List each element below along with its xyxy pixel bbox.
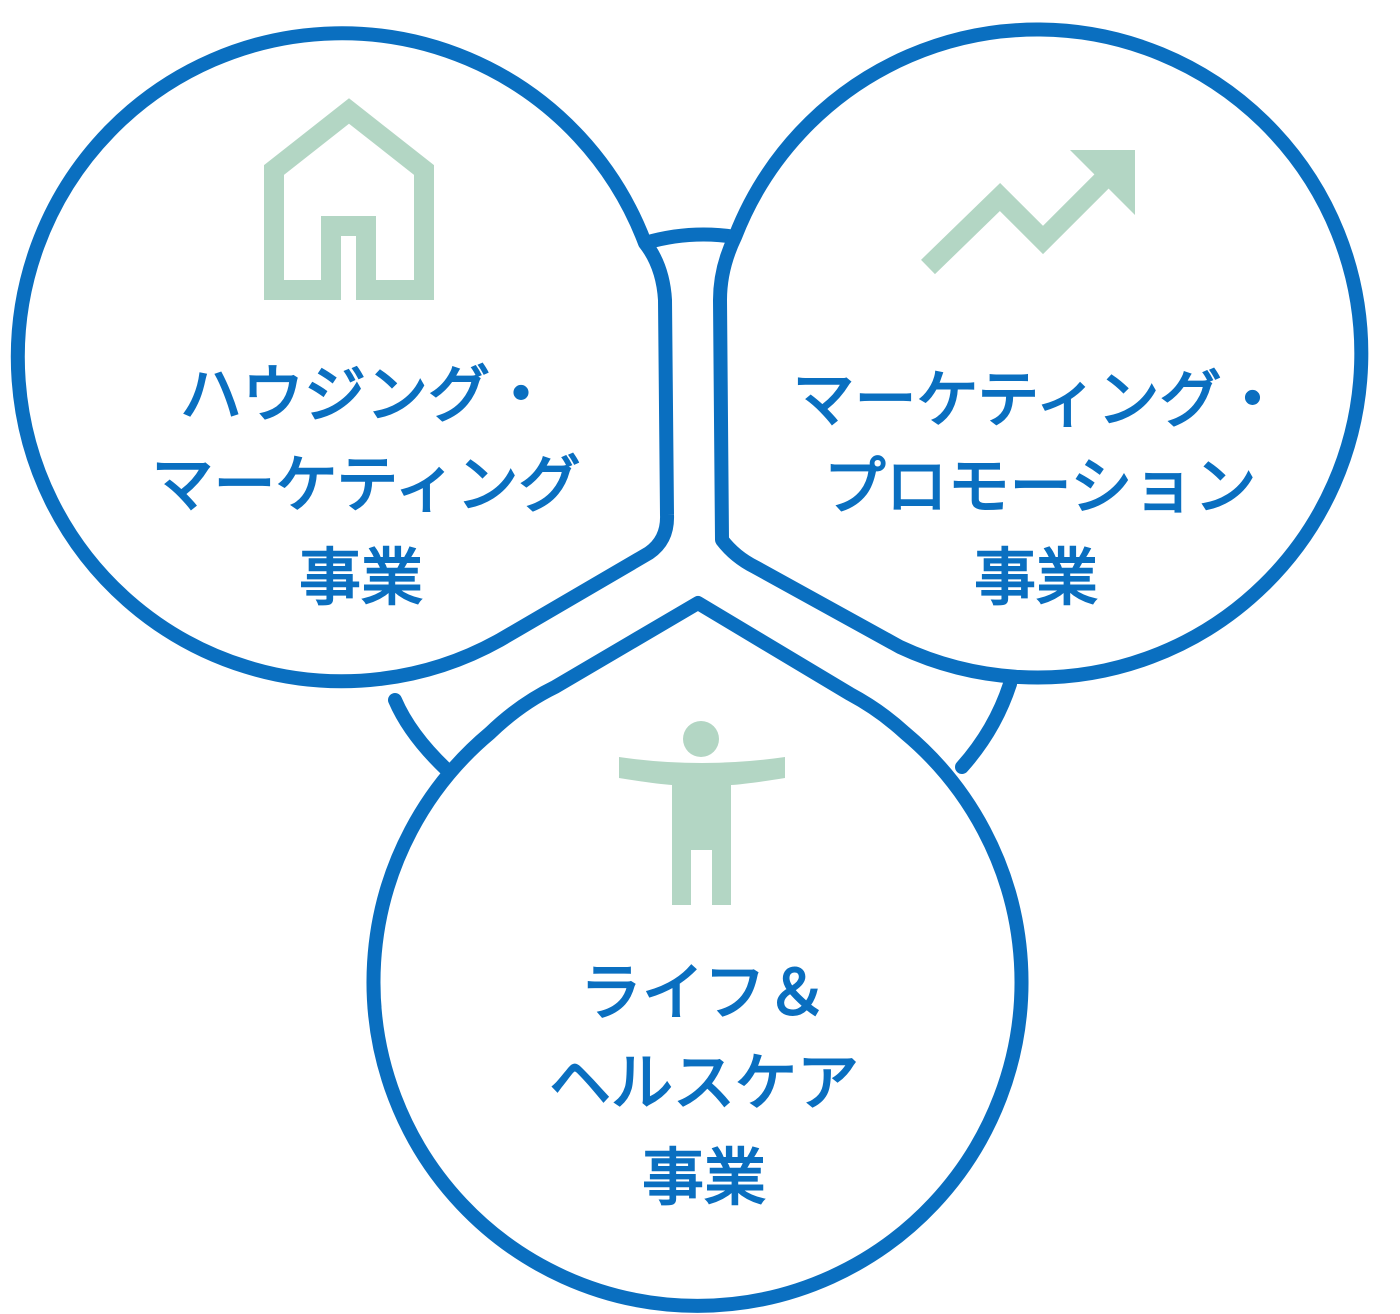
life-label-line-3: 事業 — [642, 1141, 766, 1214]
housing-label: ハウジング・ マーケティング 事業 — [151, 358, 580, 614]
connector-left-bottom — [388, 693, 454, 777]
connector-arcs — [388, 227, 1017, 777]
life-label: ライフ＆ ヘルスケア 事業 — [549, 956, 859, 1214]
marketing-label-line-3: 事業 — [974, 541, 1098, 614]
housing-label-line-2: マーケティング — [151, 448, 580, 521]
trend-arrow-icon — [921, 150, 1135, 275]
marketing-label-line-1: マーケティング・ — [792, 363, 1283, 436]
life-label-line-1: ライフ＆ — [580, 956, 828, 1029]
marketing-label-line-2: プロモーション — [824, 450, 1257, 523]
marketing-circle — [713, 22, 1369, 685]
housing-label-line-3: 事業 — [299, 541, 423, 614]
connector-top — [638, 227, 742, 250]
connector-right-bottom — [955, 677, 1017, 774]
life-circle — [366, 596, 1029, 1313]
housing-label-line-1: ハウジング・ — [180, 358, 552, 431]
marketing-label: マーケティング・ プロモーション 事業 — [792, 363, 1283, 614]
life-label-line-2: ヘルスケア — [549, 1046, 859, 1119]
housing-circle — [10, 26, 675, 689]
house-icon — [264, 98, 434, 300]
person-icon — [619, 721, 785, 905]
